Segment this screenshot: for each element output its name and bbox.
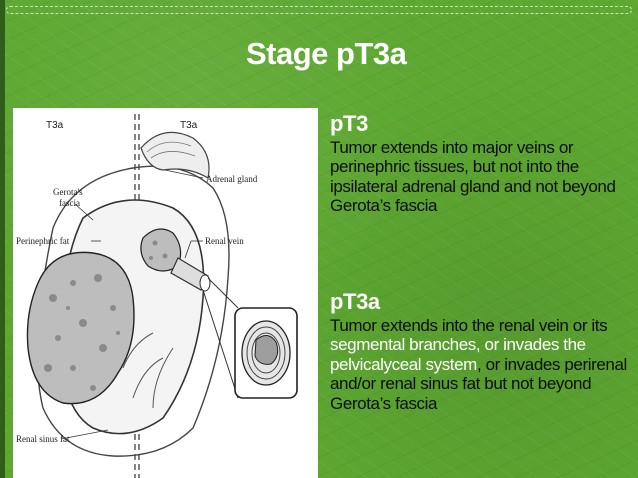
pt3-description: Tumor extends into major veins or perine…	[330, 137, 616, 216]
pt3a-description: Tumor extends into the renal vein or its…	[330, 316, 632, 414]
label-perinephric-fat: Perinephric fat	[16, 236, 70, 246]
tumor-texture	[44, 274, 120, 391]
renal-vein-tube	[170, 257, 209, 291]
label-renal-vein: Renal vein	[205, 236, 244, 246]
pt3a-text-part2: , or invades perirenal and/or renal sinu…	[330, 354, 627, 413]
pt3-section: pT3 Tumor extends into major veins or pe…	[330, 111, 632, 216]
kidney-illustration-svg: T3a T3a Adrenal gland Gerota's fascia Pe…	[16, 114, 298, 478]
label-t3a-left: T3a	[46, 120, 64, 131]
pt3a-section: pT3a Tumor extends into the renal vein o…	[330, 289, 632, 414]
label-renal-sinus-fat: Renal sinus fat	[16, 434, 70, 444]
label-gerotas-fascia-2: fascia	[59, 198, 80, 208]
slide-title: Stage pT3a	[246, 36, 407, 71]
gerotas-fascia-outline	[36, 165, 230, 457]
kidney-illustration: T3a T3a Adrenal gland Gerota's fascia Pe…	[13, 108, 318, 478]
label-adrenal-gland: Adrenal gland	[206, 174, 258, 184]
pt3a-highlight: segmental branches, or invades the pelvi…	[330, 335, 586, 374]
tumor-mass-large	[26, 251, 135, 405]
pt3a-heading: pT3a	[330, 289, 380, 314]
label-gerotas-fascia-1: Gerota's	[53, 187, 83, 197]
adrenal-gland-shape	[140, 131, 210, 179]
slide-left-bar	[0, 0, 5, 478]
pt3-heading: pT3	[330, 111, 368, 136]
pt3a-text-part1: Tumor extends into the renal vein or its	[330, 315, 608, 335]
top-dashed-rule	[6, 6, 632, 14]
tumor-thrombus	[254, 335, 279, 365]
label-t3a-right: T3a	[180, 120, 198, 131]
